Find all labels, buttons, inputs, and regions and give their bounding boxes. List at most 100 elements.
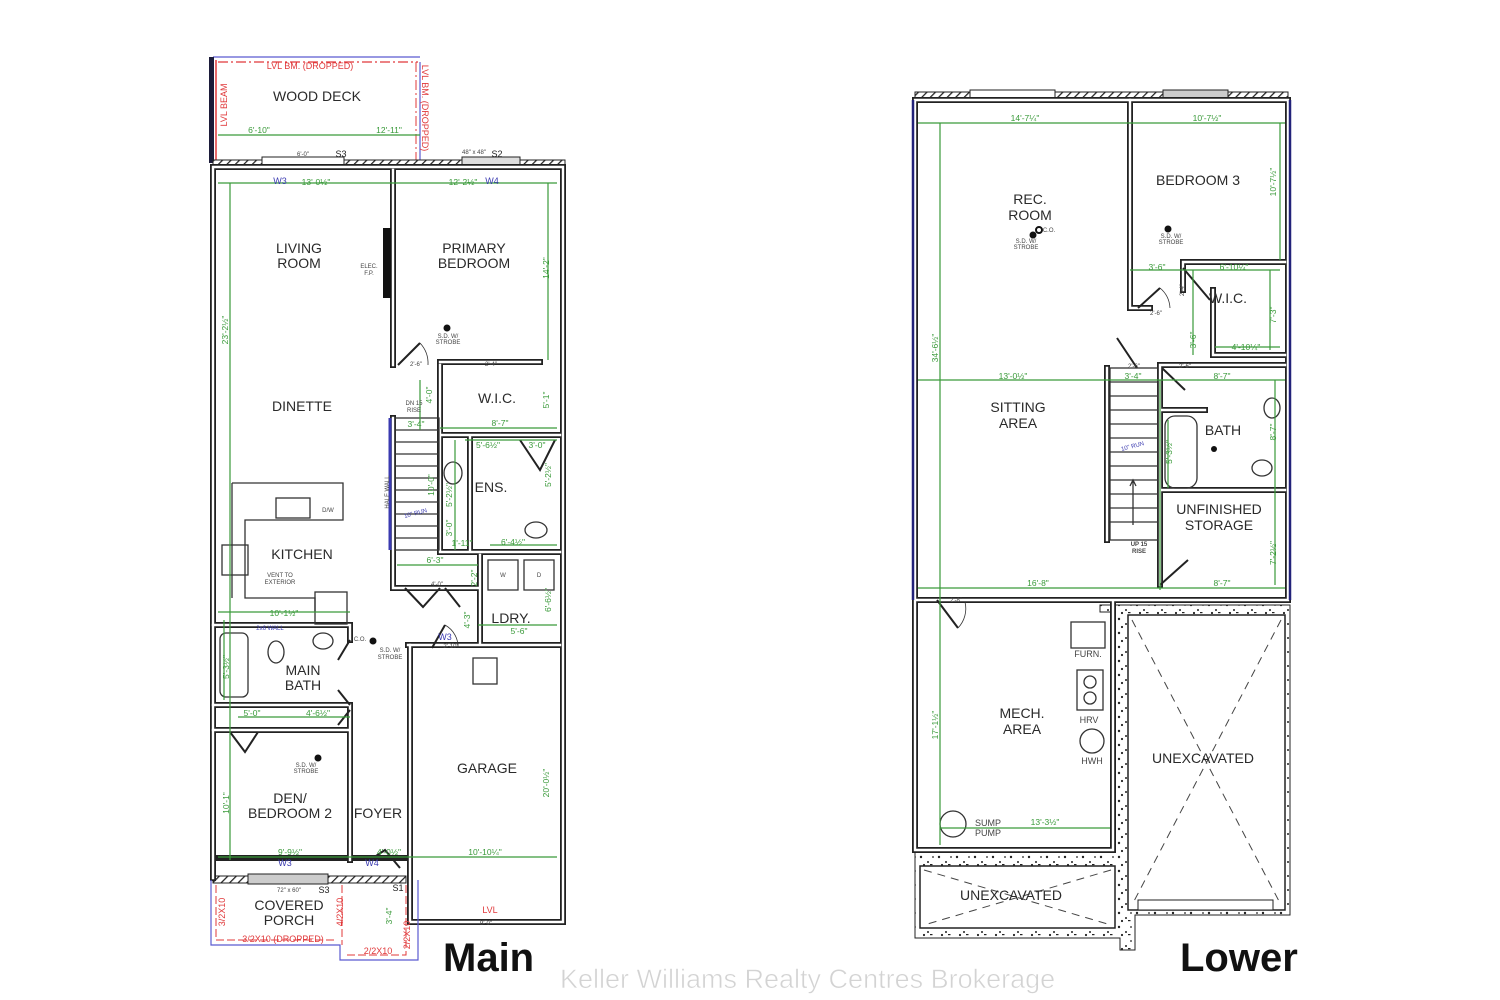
dishwasher-label: D/W: [322, 508, 334, 514]
dim-living-width: 13'-0½": [302, 177, 331, 187]
porch-beam-right: 2/2X10: [402, 921, 412, 950]
sump-pump-label-2: PUMP: [975, 828, 1001, 838]
room-label-dinette: DINETTE: [272, 398, 332, 414]
ens-toilet: [524, 521, 548, 539]
window-tag-w3-top: W3: [273, 176, 287, 186]
beam-label-left: LVL BEAM: [219, 83, 229, 126]
window-tag-s3-bottom: S3: [318, 885, 329, 895]
garage-door-size: 9'-0": [480, 921, 492, 927]
window-tag-w4-bottom: W4: [365, 858, 379, 868]
window-size-bottom: 72" x 60": [277, 888, 301, 894]
dim-stair-width: 3'-4": [1125, 371, 1142, 381]
room-label-garage: GARAGE: [457, 760, 517, 776]
dim-deck-left: 6'-10": [248, 125, 270, 135]
main-floor-plan: WOOD DECK LIVING ROOM PRIMARY BEDROOM DI…: [209, 56, 566, 961]
lower-dimension-lines: [918, 122, 1285, 845]
bath-drain-icon: [1211, 446, 1217, 452]
fireplace: [383, 228, 391, 298]
dim-bath-height: 5'-3½": [221, 655, 231, 679]
bathtub: [219, 632, 249, 698]
dim-lower-total-height: 34'-6½": [930, 334, 940, 363]
dim-storage-width: 8'-7": [1214, 578, 1231, 588]
tub: [1164, 415, 1198, 489]
dim-den-height: 10'-1": [221, 792, 231, 814]
room-label-main-bath: MAIN: [286, 662, 321, 678]
dim-stair-width: 3'-4": [408, 419, 425, 429]
washer-label: W: [500, 573, 506, 579]
dim-ldry-height: 4'-3": [462, 612, 472, 629]
dim-wic-height: 5'-1": [541, 392, 551, 409]
room-label-den: DEN/: [273, 790, 307, 806]
room-label-ensuite: ENS.: [475, 479, 508, 495]
door-size-bath: 2'-6": [1179, 364, 1191, 370]
unexcavated-bottom-area: [919, 865, 1116, 929]
wood-deck: [209, 56, 421, 163]
porch-beam-step: 2/2X10: [364, 946, 393, 956]
dim-lower-width: 16'-8": [1027, 578, 1049, 588]
dim-closet-width: 6'-3": [427, 555, 444, 565]
room-label-covered-porch-2: PORCH: [264, 912, 315, 928]
half-wall-label: HALF WALL: [385, 475, 391, 509]
dim-foyer-width: 4'-0½": [377, 847, 401, 857]
room-label-mech-area-2: AREA: [1003, 721, 1042, 737]
bath-toilet: [1251, 459, 1273, 477]
dim-garage-width: 10'-10¼": [468, 847, 501, 857]
window-tag-w3-ldry: W3: [438, 632, 452, 642]
co-detector-label: C.O.: [1043, 228, 1056, 234]
den-smoke-detector-label-2: STROBE: [294, 769, 319, 775]
window-size-s2: 48" x 48": [462, 150, 486, 156]
lower-floor-caption: Lower: [1180, 936, 1298, 980]
den-smoke-detector-label: S.D. W/: [296, 763, 317, 769]
dim-wic-width: 6'-10¼": [1220, 262, 1249, 272]
dim-linen-height: 3'-0": [444, 520, 454, 537]
window-tag-w4-top: W4: [485, 176, 499, 186]
door-size-mech: 2'-8": [950, 598, 962, 604]
smoke-detector-icon: [443, 324, 451, 332]
room-label-lower-wic: W.I.C.: [1209, 290, 1247, 306]
dim-hall-width: 4'-6½": [306, 708, 330, 718]
bed3-smoke-detector-label-2: STROBE: [1159, 240, 1184, 246]
dim-tub-height: 5'-3½": [1164, 440, 1174, 464]
dim-wic-width: 8'-7": [492, 418, 509, 428]
dim-garage-height: 20'-0½": [541, 769, 551, 798]
porch-beam-left: 3/2X10: [217, 898, 227, 927]
lower-stairs: [1109, 367, 1159, 541]
window-tag-s2: S2: [491, 149, 502, 159]
room-label-unfinished-storage: UNFINISHED: [1176, 501, 1262, 517]
dim-stair-length: 10'-0": [426, 474, 436, 496]
dim-kitchen-width: 10'-1½": [270, 608, 299, 618]
room-label-main-bath-2: BATH: [285, 677, 321, 693]
room-label-unexcavated-right: UNEXCAVATED: [1152, 750, 1254, 766]
fireplace-label: ELEC.: [360, 264, 378, 270]
door-size-primary: 2'-6": [410, 362, 422, 368]
dim-rec-width: 14'-7¼": [1011, 113, 1040, 123]
dim-den-closet-width: 5'-0": [244, 708, 261, 718]
dim-wic-height: 7'-3": [1268, 307, 1278, 324]
dim-sitting-width: 13'-0½": [999, 371, 1028, 381]
garage-beam-label: LVL: [482, 905, 497, 915]
front-window-s3: [247, 873, 329, 885]
dim-primary-height: 14'-2": [541, 257, 551, 279]
door-tag-s3: S3: [335, 149, 346, 159]
room-label-rec-room-2: ROOM: [1008, 207, 1052, 223]
room-label-wic: W.I.C.: [478, 390, 516, 406]
stove: [221, 544, 249, 576]
main-stairs: [388, 417, 440, 551]
room-label-covered-porch: COVERED: [254, 897, 323, 913]
room-label-kitchen: KITCHEN: [271, 546, 332, 562]
dim-bed3-height: 10'-7½": [1268, 168, 1278, 197]
vent-label: VENT TO: [267, 573, 293, 579]
room-label-living-room-2: ROOM: [277, 255, 321, 271]
stair-run-label: 10" RUN: [404, 508, 428, 520]
room-label-bedroom-3: BEDROOM 3: [1156, 172, 1240, 188]
dim-ens-height: 5'-2½": [444, 483, 454, 507]
door-size-bed3: 2'-6": [1150, 311, 1162, 317]
covered-porch-beams: [210, 880, 419, 961]
door-size-wic: 2'-4": [1180, 284, 1186, 296]
room-label-mech-area: MECH.: [999, 705, 1044, 721]
window-tag-w3-bottom: W3: [278, 858, 292, 868]
dim-ens-width: 5'-6½": [476, 440, 500, 450]
porch-beam-bottom: 3/2X10 (DROPPED): [242, 934, 324, 944]
dim-mech-width: 13'-3½": [1031, 817, 1060, 827]
